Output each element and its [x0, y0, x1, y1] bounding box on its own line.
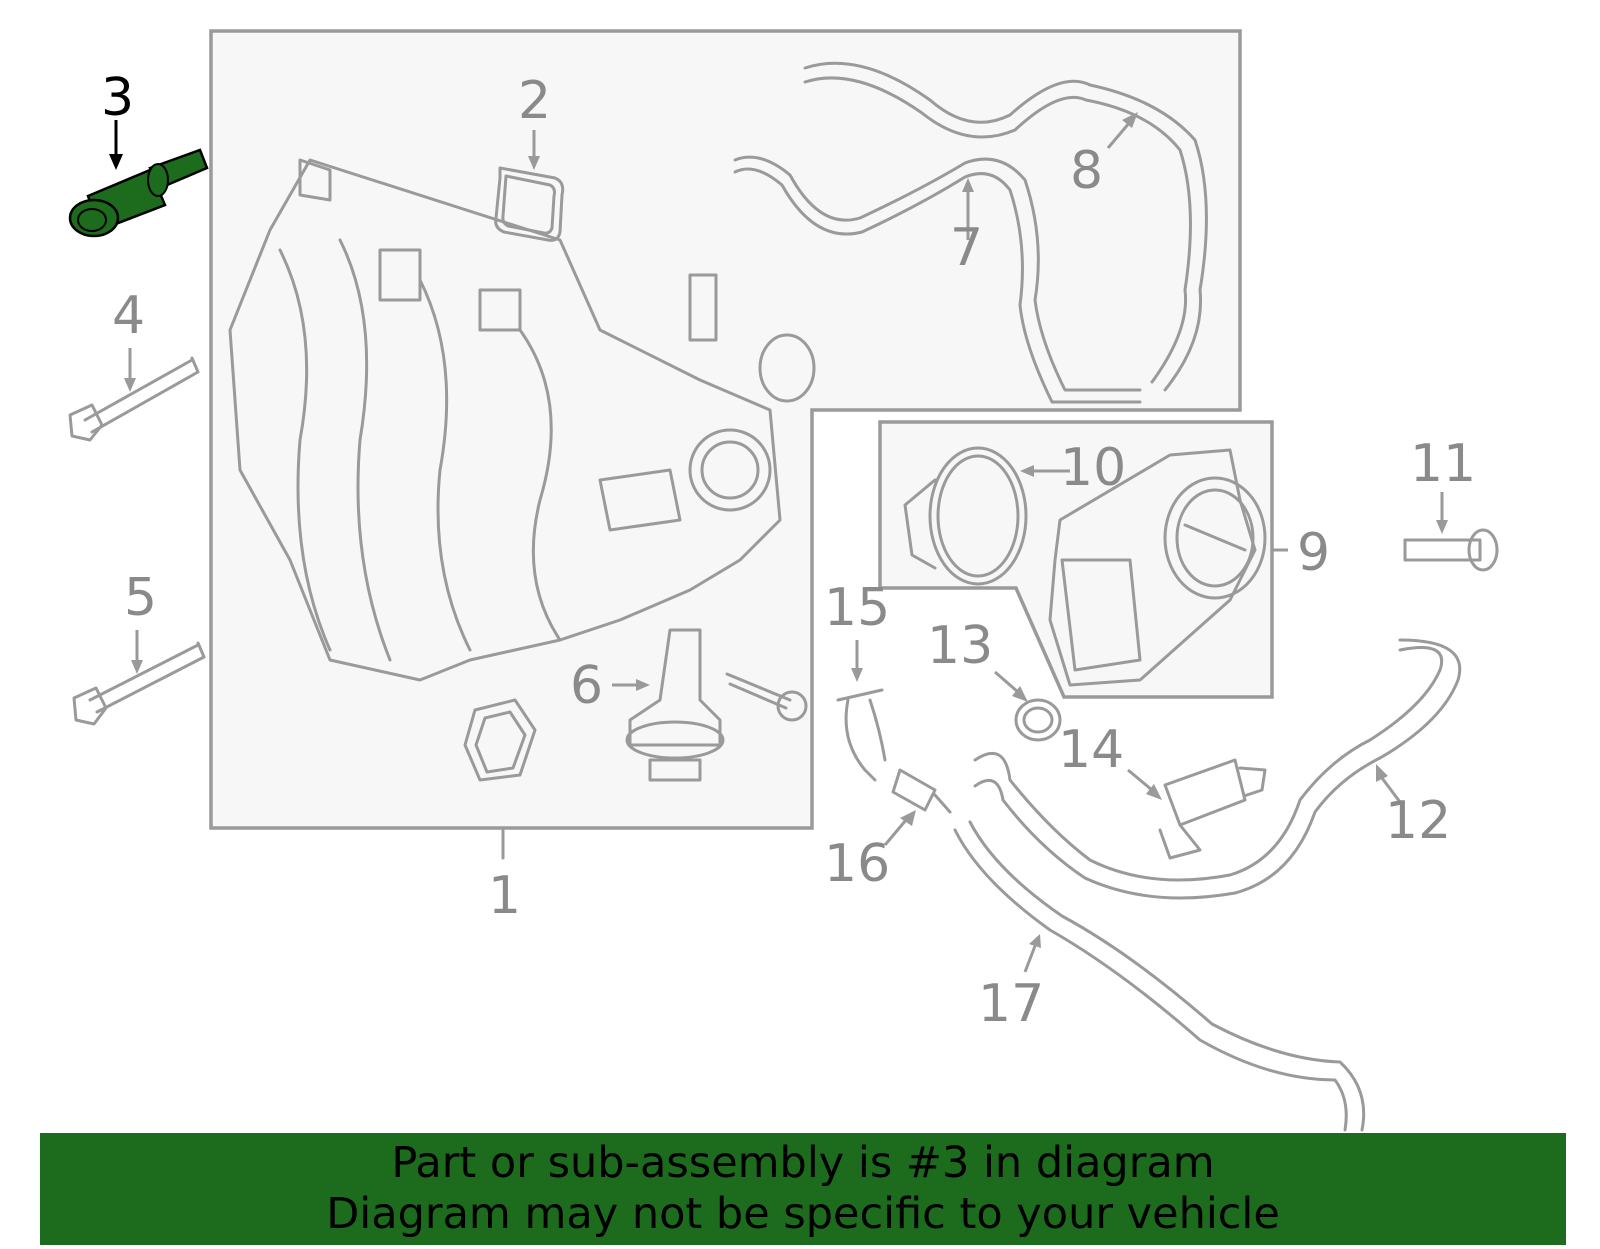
- hose-12-inner: [973, 638, 1462, 900]
- bolt-4: [68, 356, 200, 442]
- intake-manifold: [228, 158, 782, 682]
- callout-arrow-8: [1106, 121, 1132, 149]
- callout-3: 3: [101, 68, 135, 128]
- hose-17-inner: [968, 820, 1366, 1132]
- callout-1: 1: [488, 866, 522, 926]
- callout-11: 11: [1410, 434, 1477, 494]
- hose-7: [733, 155, 1142, 392]
- gasket-2: [494, 166, 565, 242]
- plug: [688, 273, 718, 342]
- solenoid-valve-3: [68, 148, 209, 238]
- clamp-13: [1014, 698, 1062, 742]
- callout-arrow-16: [883, 819, 908, 846]
- hose-7-inner: [733, 167, 1142, 404]
- callout-4: 4: [112, 286, 146, 346]
- callout-7: 7: [950, 218, 984, 278]
- banner-line-1: Part or sub-assembly is #3 in diagram: [391, 1138, 1215, 1189]
- callout-14: 14: [1058, 720, 1125, 780]
- sensor-6: [625, 628, 808, 782]
- throttle-body-9: [1048, 448, 1267, 687]
- callout-arrow-17: [1023, 945, 1037, 973]
- hose-8-inner: [803, 76, 1192, 384]
- gasket-10: [903, 446, 1028, 586]
- check-valve-16: [891, 768, 952, 814]
- callout-arrow-14: [1127, 768, 1153, 792]
- hose-17: [953, 828, 1348, 1132]
- callout-5: 5: [124, 568, 158, 628]
- callout-arrow-13: [994, 670, 1019, 694]
- bolt-11: [1403, 528, 1499, 572]
- callout-8: 8: [1070, 141, 1104, 201]
- port-gasket: [463, 698, 537, 782]
- callout-10: 10: [1060, 438, 1127, 498]
- callout-17: 17: [978, 974, 1045, 1034]
- hose-15: [836, 688, 887, 782]
- callout-arrow-12: [1380, 777, 1402, 803]
- callout-15: 15: [824, 578, 891, 638]
- callout-2: 2: [518, 71, 552, 131]
- valve-14: [1158, 758, 1267, 860]
- callout-6: 6: [570, 656, 604, 716]
- banner-line-2: Diagram may not be specific to your vehi…: [326, 1189, 1280, 1239]
- callout-13: 13: [927, 616, 994, 676]
- info-banner: Part or sub-assembly is #3 in diagram Di…: [40, 1133, 1566, 1245]
- hose-8: [803, 61, 1208, 392]
- o-ring: [758, 333, 816, 403]
- callout-12: 12: [1385, 791, 1452, 851]
- port-gasket-inner: [474, 710, 527, 774]
- bolt-5: [72, 641, 206, 726]
- callout-9: 9: [1297, 523, 1331, 583]
- hose-12: [973, 646, 1443, 882]
- callout-16: 16: [824, 834, 891, 894]
